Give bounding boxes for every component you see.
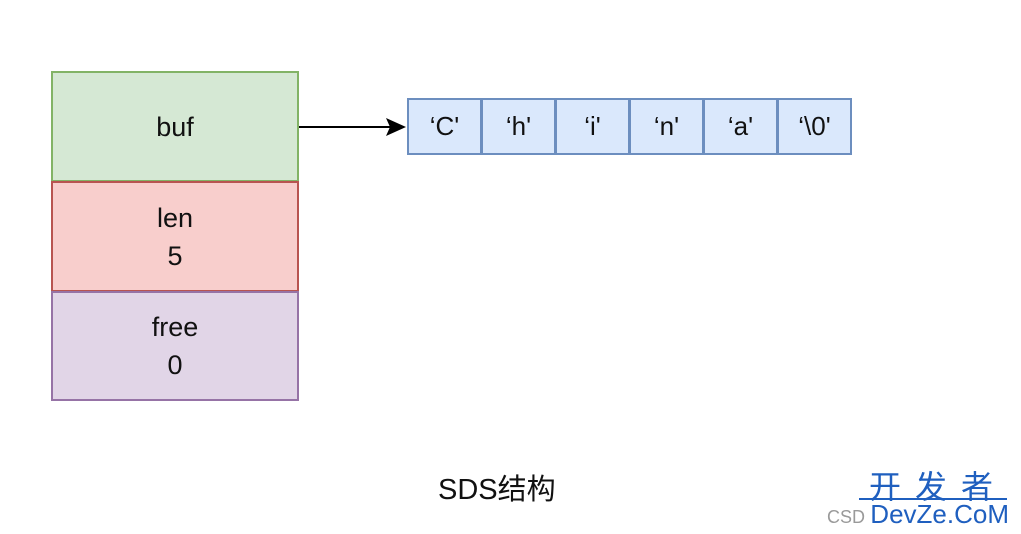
free-value: 0 [167, 350, 183, 380]
buf-field-box: buf [51, 71, 299, 182]
char-cell: ‘h' [481, 98, 556, 155]
free-label: free [151, 312, 199, 342]
watermark-en: DevZe.CoM [870, 499, 1009, 529]
len-value: 5 [167, 240, 183, 271]
buf-label: buf [156, 111, 194, 142]
len-label: len [156, 202, 194, 233]
watermark-divider [859, 498, 1007, 500]
char-cell: ‘C' [407, 98, 482, 155]
watermark-csdn: CSD [826, 507, 865, 527]
free-field-box: free 0 [51, 291, 299, 401]
watermark-logo: CSD 开发者 DevZe.CoM [827, 462, 1013, 530]
diagram-caption: SDS结构 [438, 474, 556, 506]
char-cell: ‘\0' [777, 98, 852, 155]
char-cell: ‘n' [629, 98, 704, 155]
char-cell: ‘i' [555, 98, 630, 155]
char-cell: ‘a' [703, 98, 778, 155]
